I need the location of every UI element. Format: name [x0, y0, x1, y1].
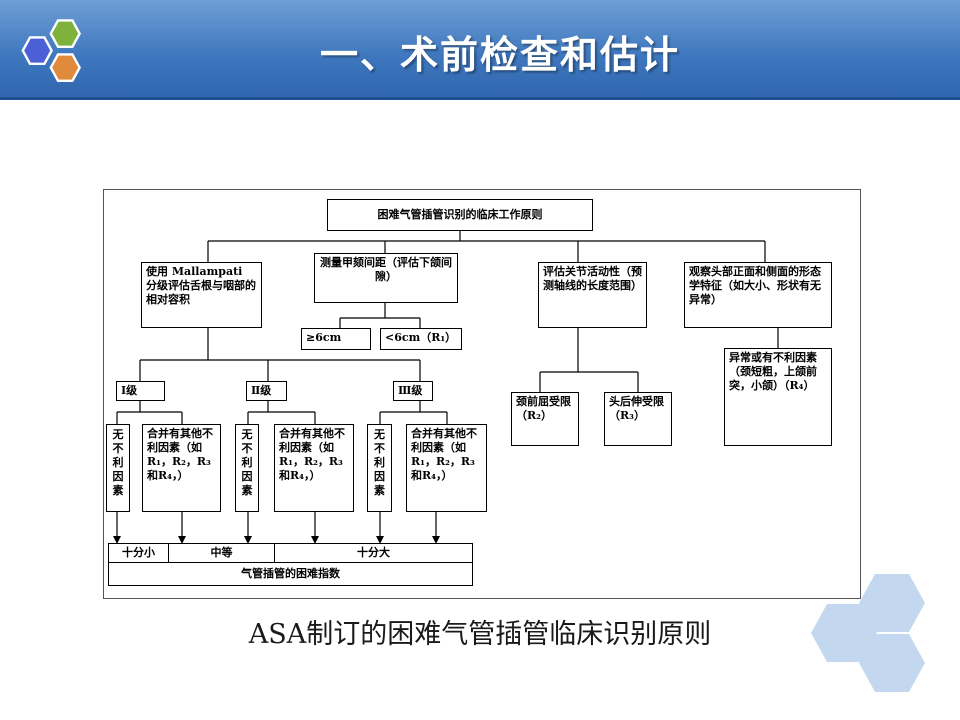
- mallampati-box: 使用 Mallampati 分级评估舌根与咽部的相对容积: [141, 262, 262, 328]
- header-bar: [0, 0, 960, 100]
- grade-1-box: Ⅰ级: [116, 381, 165, 401]
- index-low-cell: 十分小: [108, 543, 169, 563]
- hexagon-logo-icon: [21, 19, 81, 83]
- index-label-cell: 气管插管的困难指数: [108, 562, 473, 586]
- root-box: 困难气管插管识别的临床工作原则: [327, 199, 593, 231]
- thyromental-box: 测量甲颏间距（评估下颌间隙）: [314, 253, 458, 303]
- neck-flex-box: 颈前屈受限（R₂）: [511, 392, 579, 446]
- morph-box: 观察头部正面和侧面的形态学特征（如大小、形状有无异常）: [684, 262, 832, 328]
- grade-3-box: Ⅲ级: [393, 381, 433, 401]
- index-mid-cell: 中等: [168, 543, 275, 563]
- grade-2-box: Ⅱ级: [246, 381, 287, 401]
- hexagon-decoration-icon: [811, 574, 925, 692]
- slide-title: 一、术前检查和估计: [319, 33, 680, 77]
- grade-3-no-factor-box: 无不利因素: [367, 424, 392, 512]
- abnormal-box: 异常或有不利因素（颈短粗，上颌前突，小颌）（R₄）: [724, 348, 832, 446]
- grade-2-has-factor-box: 合并有其他不利因素（如R₁，R₂，R₃和R₄，）: [274, 424, 354, 512]
- tm-ge6-box: ≥6cm: [301, 328, 371, 350]
- grade-1-has-factor-box: 合并有其他不利因素（如R₁，R₂，R₃和R₄，）: [142, 424, 221, 512]
- joint-box: 评估关节活动性（预测轴线的长度范围）: [538, 262, 647, 328]
- slide-caption: ASA制订的困难气管插管临床识别原则: [248, 619, 712, 650]
- grade-2-no-factor-box: 无不利因素: [235, 424, 259, 512]
- head-ext-box: 头后伸受限（R₃）: [604, 392, 672, 446]
- grade-3-has-factor-box: 合并有其他不利因素（如R₁，R₂，R₃和R₄，）: [406, 424, 487, 512]
- index-high-cell: 十分大: [274, 543, 473, 563]
- tm-lt6-box: <6cm（R₁）: [380, 328, 462, 350]
- grade-1-no-factor-box: 无不利因素: [106, 424, 130, 512]
- header-divider: [0, 97, 960, 100]
